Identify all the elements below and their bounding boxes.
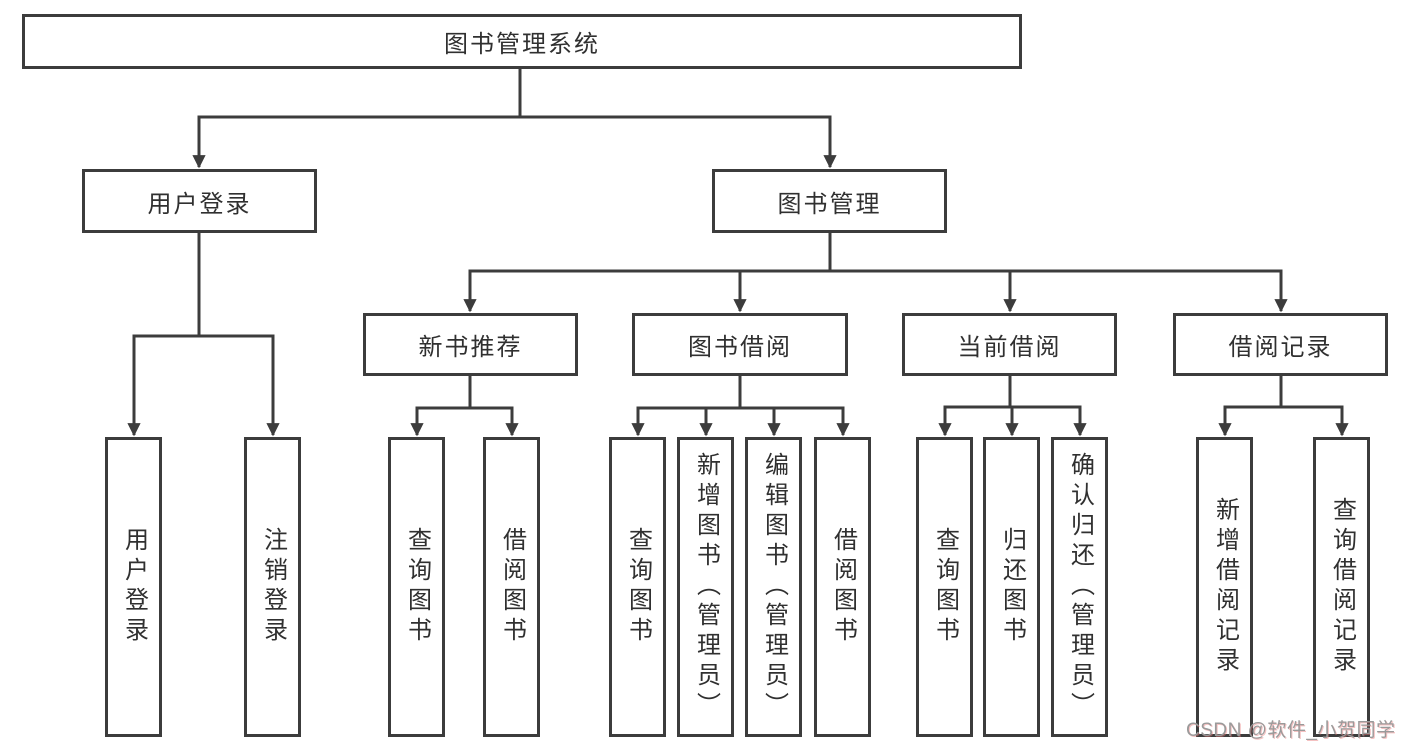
leaf-borrow-book: 借阅图书 <box>814 437 871 737</box>
leaf-query-borrow-record: 查询借阅记录 <box>1313 437 1370 737</box>
csdn-watermark: CSDN @软件_小贺同学 <box>1186 720 1396 741</box>
leaf-user-login: 用户登录 <box>105 437 162 737</box>
leaf-add-book-admin: 新增图书（管理员） <box>677 437 734 737</box>
leaf-edit-book-admin: 编辑图书（管理员） <box>745 437 802 737</box>
leaf-add-borrow-record: 新增借阅记录 <box>1196 437 1253 737</box>
leaf-logout: 注销登录 <box>244 437 301 737</box>
node-borrowing-records: 借阅记录 <box>1173 313 1388 376</box>
node-book-borrowing: 图书借阅 <box>632 313 848 376</box>
leaf-query-book-current: 查询图书 <box>916 437 973 737</box>
node-user-login: 用户登录 <box>82 169 317 233</box>
leaf-borrow-book-recommend: 借阅图书 <box>483 437 540 737</box>
node-library-management-system: 图书管理系统 <box>22 14 1022 69</box>
node-current-borrowing: 当前借阅 <box>902 313 1117 376</box>
node-book-management: 图书管理 <box>712 169 947 233</box>
node-new-book-recommendation: 新书推荐 <box>363 313 578 376</box>
leaf-return-book: 归还图书 <box>983 437 1040 737</box>
leaf-confirm-return-admin: 确认归还（管理员） <box>1051 437 1108 737</box>
leaf-query-book-borrowing: 查询图书 <box>609 437 666 737</box>
leaf-query-book-recommend: 查询图书 <box>388 437 445 737</box>
